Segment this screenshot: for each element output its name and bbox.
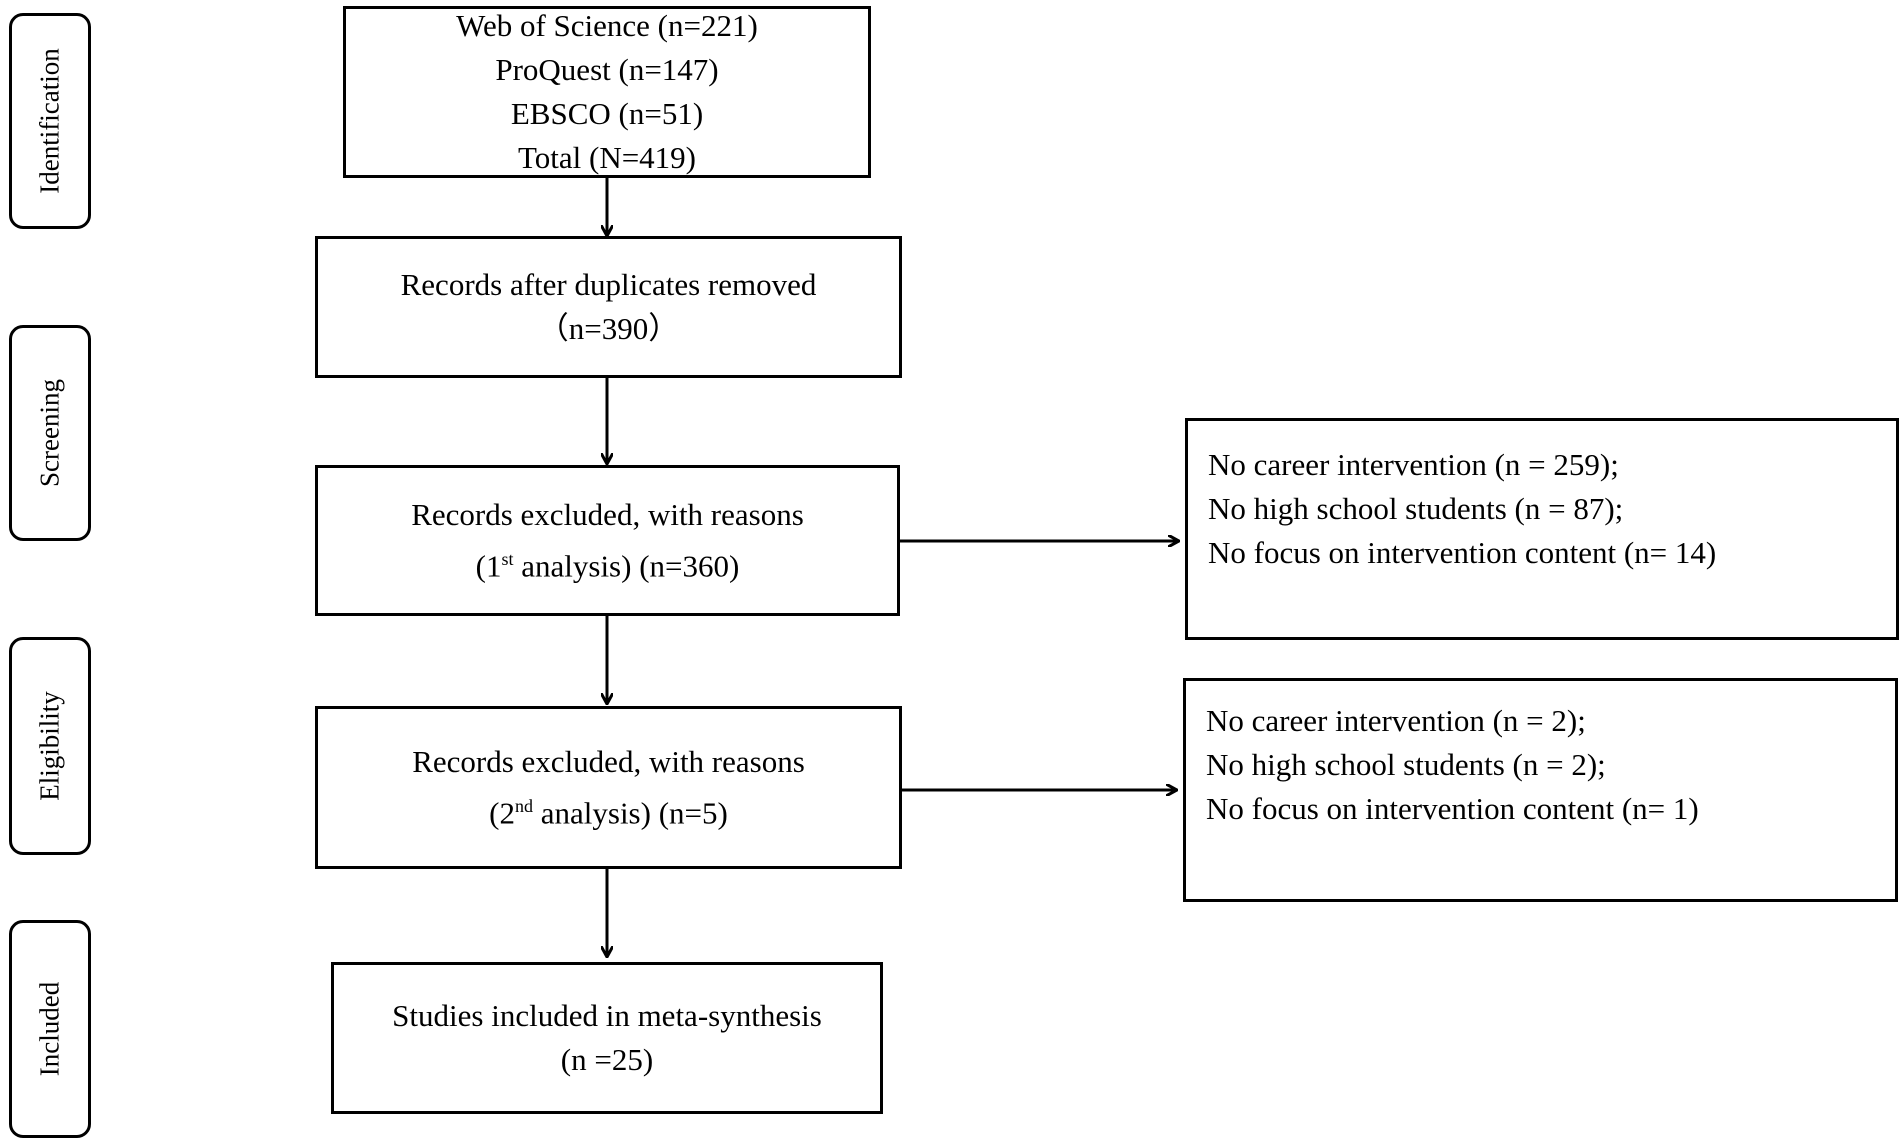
duplicates-removed-label: Records after duplicates removed xyxy=(400,267,817,302)
identification-box: Web of Science (n=221) ProQuest (n=147) … xyxy=(343,6,871,178)
source-web-of-science: Web of Science (n=221) xyxy=(456,8,758,43)
stage-eligibility-label: Eligibility xyxy=(34,691,65,801)
stage-included: Included xyxy=(9,920,91,1138)
stage-screening-label: Screening xyxy=(34,379,65,487)
duplicates-removed-count: （n=390） xyxy=(537,311,680,346)
reason-no-career-intervention: No career intervention (n = 2); xyxy=(1206,703,1586,738)
first-analysis-label: Records excluded, with reasons xyxy=(411,496,804,532)
stage-included-label: Included xyxy=(34,981,65,1077)
included-count: (n =25) xyxy=(560,1042,654,1077)
first-analysis-box: Records excluded, with reasons (1st anal… xyxy=(315,465,900,616)
first-analysis-count: (1st analysis) (n=360) xyxy=(475,548,740,584)
source-proquest: ProQuest (n=147) xyxy=(495,52,719,87)
first-analysis-reasons-box: No career intervention (n = 259); No hig… xyxy=(1185,418,1899,640)
included-box: Studies included in meta-synthesis (n =2… xyxy=(331,962,883,1114)
reason-no-focus-on-content: No focus on intervention content (n= 1) xyxy=(1206,791,1699,826)
source-total: Total (N=419) xyxy=(517,140,697,175)
second-analysis-label: Records excluded, with reasons xyxy=(412,743,805,779)
reason-no-high-school-students: No high school students (n = 2); xyxy=(1206,747,1606,782)
second-analysis-count: (2nd analysis) (n=5) xyxy=(489,795,728,831)
stage-screening: Screening xyxy=(9,325,91,541)
stage-eligibility: Eligibility xyxy=(9,637,91,855)
reason-no-focus-on-content: No focus on intervention content (n= 14) xyxy=(1208,535,1717,570)
reason-no-career-intervention: No career intervention (n = 259); xyxy=(1208,447,1619,482)
duplicates-removed-box: Records after duplicates removed （n=390） xyxy=(315,236,902,378)
reason-no-high-school-students: No high school students (n = 87); xyxy=(1208,491,1624,526)
stage-identification: Identification xyxy=(9,13,91,229)
second-analysis-reasons-box: No career intervention (n = 2); No high … xyxy=(1183,678,1898,902)
second-analysis-box: Records excluded, with reasons (2nd anal… xyxy=(315,706,902,869)
source-ebsco: EBSCO (n=51) xyxy=(510,96,704,131)
included-label: Studies included in meta-synthesis xyxy=(392,998,822,1033)
stage-identification-label: Identification xyxy=(34,48,65,194)
